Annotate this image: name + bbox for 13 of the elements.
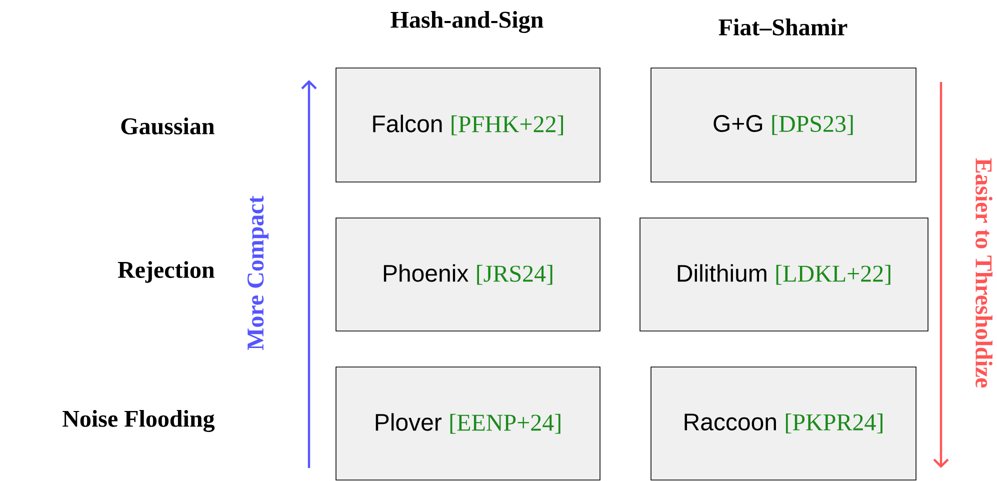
scheme-box: Falcon [PFHK+22] xyxy=(336,68,600,182)
row-heading: Noise Flooding xyxy=(62,410,215,432)
row-heading: Gaussian xyxy=(121,118,214,134)
row-heading: Rejection xyxy=(118,261,214,283)
column-heading: Hash-and-Sign xyxy=(390,11,544,33)
scheme-box: Plover [EENP+24] xyxy=(336,366,600,480)
scheme-box: Dilithium [LDKL+22] xyxy=(640,218,928,332)
scheme-box: Phoenix [JRS24] xyxy=(336,218,600,332)
scheme-box: Raccoon [PKPR24] xyxy=(650,366,916,480)
axis-label: More Compact xyxy=(248,196,268,350)
column-heading: Fiat–Shamir xyxy=(718,18,848,36)
axis-label: Easier to Thresholdize xyxy=(976,158,992,388)
scheme-box: G+G [DPS23] xyxy=(650,68,916,182)
